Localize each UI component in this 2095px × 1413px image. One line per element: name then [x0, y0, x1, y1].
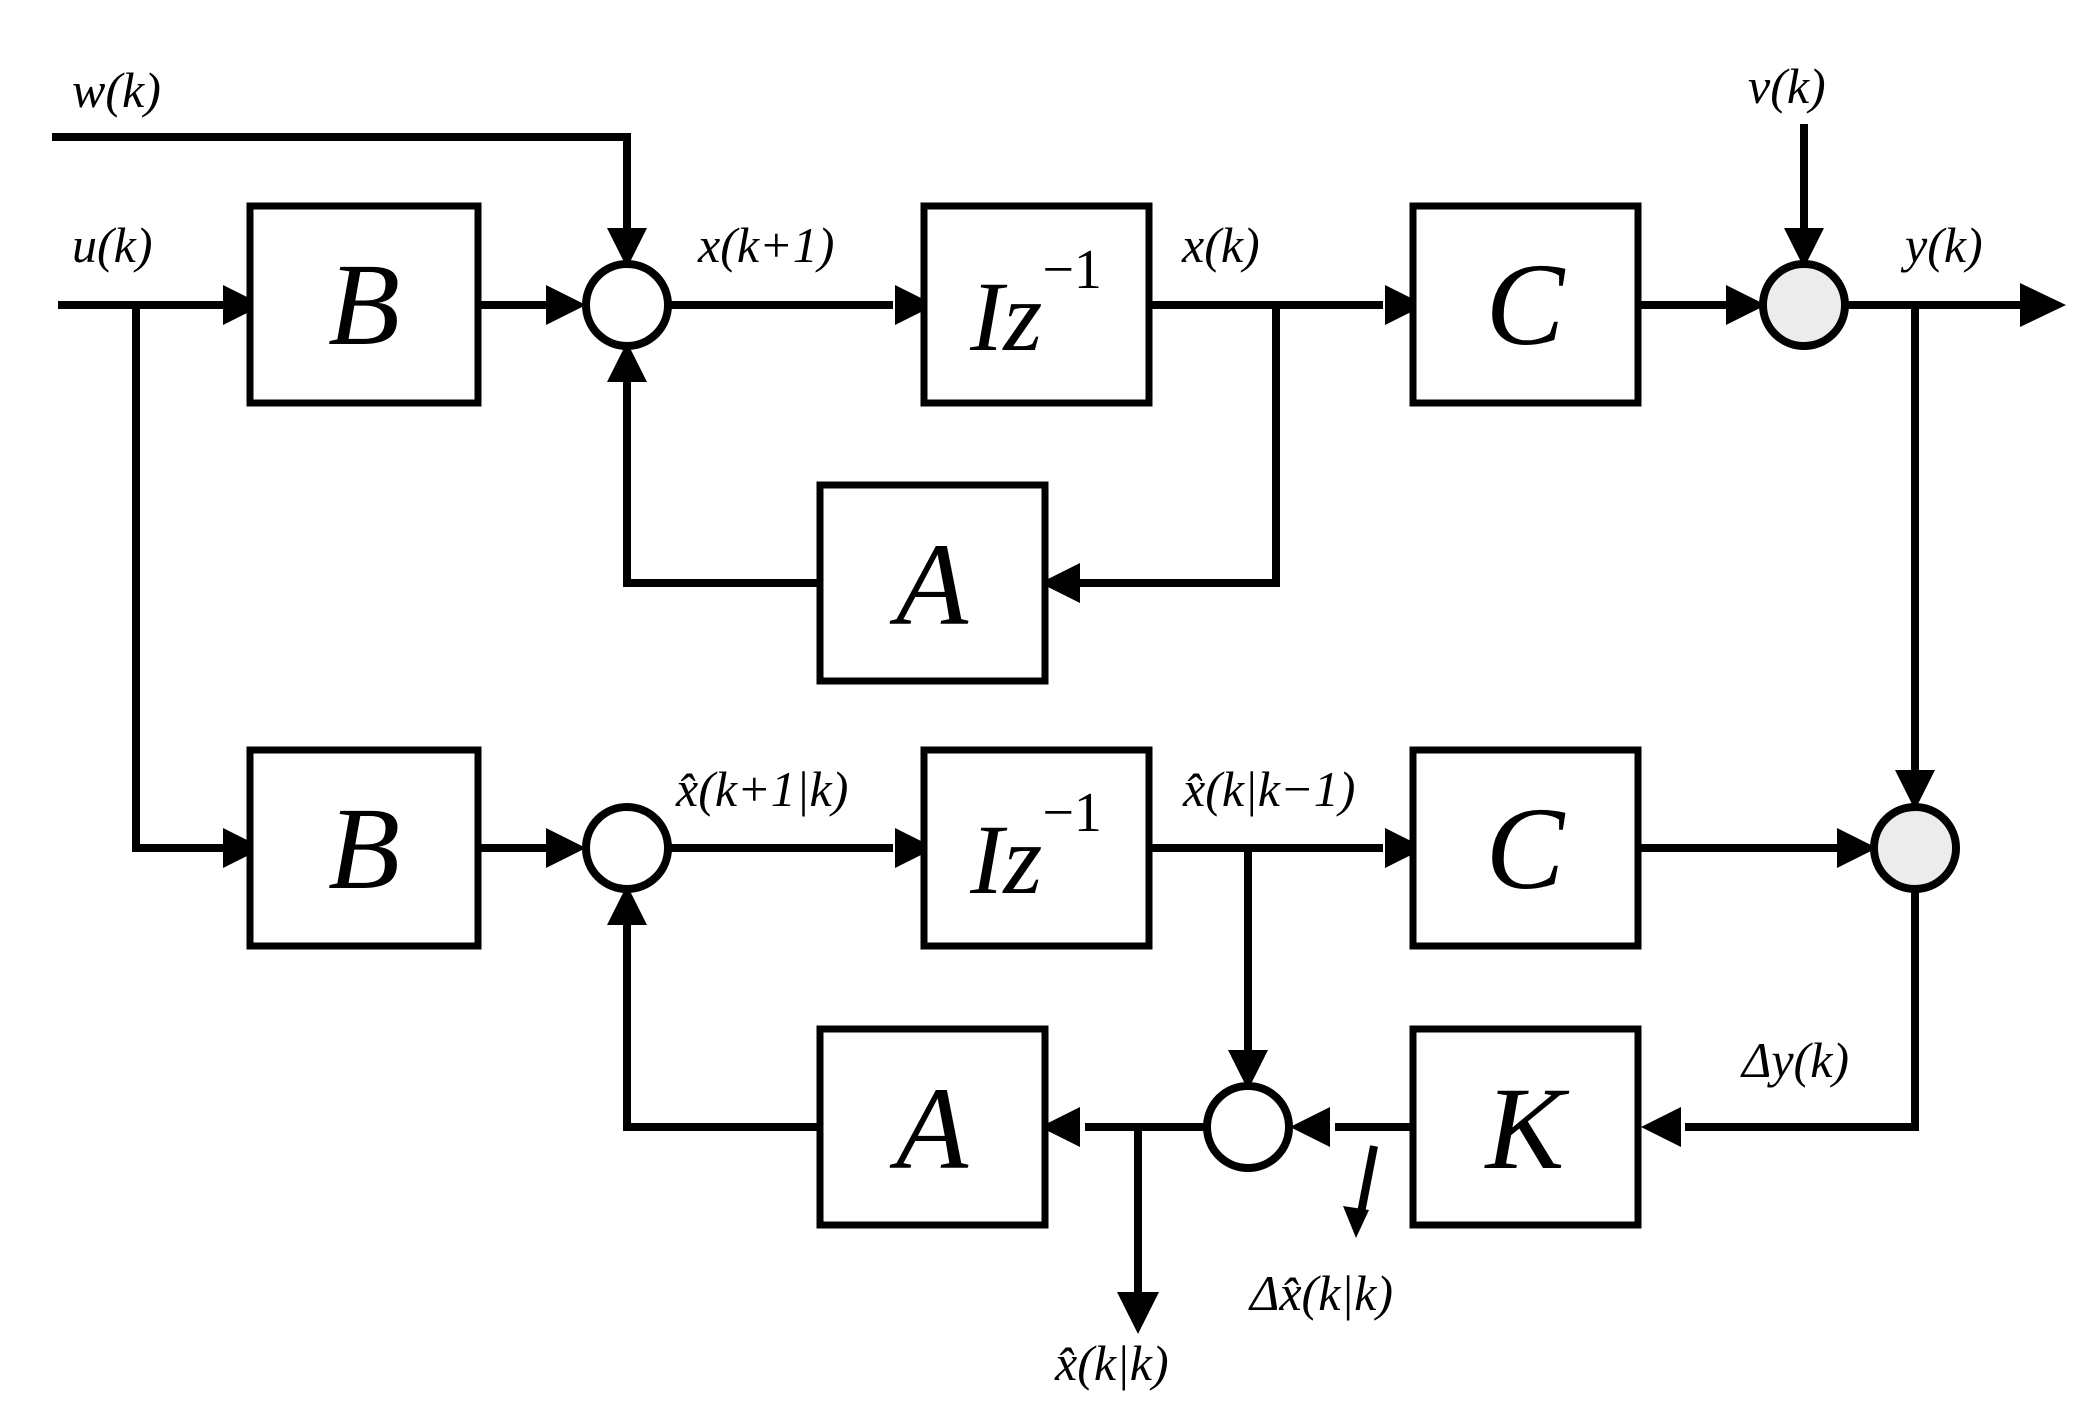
block-c-top: C [1409, 202, 1642, 407]
label-u: u(k) [72, 217, 153, 273]
block-delay-top: Iz−1 [920, 202, 1153, 407]
block-delay-top-label: Iz [969, 261, 1042, 372]
label-xhat-next: x̂(k+1|k) [675, 761, 848, 817]
label-w: w(k) [72, 62, 161, 118]
wire-u-branch [132, 305, 230, 852]
arrowheads [223, 228, 2066, 1334]
arrow-y-output [2020, 283, 2066, 327]
label-x: x(k) [1181, 217, 1260, 273]
block-delay-bottom-sup: −1 [1042, 782, 1102, 844]
label-dxhat: Δx̂(k|k) [1248, 1265, 1393, 1321]
svg-text:Iz−1: Iz−1 [969, 782, 1102, 915]
block-c-bottom: C [1409, 746, 1642, 950]
arrow-into-sumbot-left [546, 828, 586, 868]
arrow-into-outsum-top [1784, 228, 1824, 268]
arrow-into-bbot [223, 828, 263, 868]
arrow-dxhat-pointer [1343, 1206, 1369, 1238]
arrow-into-rsum-left [1837, 828, 1877, 868]
block-b-bottom-label: B [328, 783, 400, 914]
sum-junction-bottom [582, 803, 672, 893]
block-b-bottom: B [246, 746, 482, 950]
arrow-into-sumbot-bottom [607, 885, 647, 925]
block-a-top-label: A [889, 519, 969, 650]
arrow-into-rsum-top [1895, 770, 1935, 810]
arrow-into-sumtop-left [546, 285, 586, 325]
block-k-gain-label: K [1484, 1063, 1570, 1194]
arrow-into-csum-right [1290, 1107, 1330, 1147]
label-y: y(k) [1900, 217, 1983, 273]
arrow-into-sumtop-bottom [607, 342, 647, 382]
wire-abot-to-sum [623, 903, 820, 1131]
wire-dxhat-pointer [1356, 1145, 1378, 1219]
arrow-into-abot [1040, 1107, 1080, 1147]
block-a-bottom: A [816, 1025, 1049, 1229]
arrow-into-sumtop-top [607, 228, 647, 268]
arrow-into-outsum-left [1726, 285, 1766, 325]
arrow-xhat-filt-out [1117, 1292, 1159, 1334]
block-b-top-label: B [328, 239, 400, 370]
arrow-into-delay-top [895, 285, 935, 325]
signal-wires [52, 124, 2025, 1300]
sum-junction-output [1759, 260, 1849, 350]
arrow-into-cbot [1385, 828, 1425, 868]
label-v: v(k) [1748, 58, 1826, 114]
block-delay-bottom-label: Iz [969, 804, 1042, 915]
sum-junction-correction [1203, 1082, 1293, 1172]
arrow-into-k [1641, 1107, 1681, 1147]
label-xhat-filt: x̂(k|k) [1054, 1335, 1169, 1391]
arrow-into-csum-top [1228, 1050, 1268, 1090]
block-delay-top-sup: −1 [1042, 239, 1102, 301]
block-a-top: A [816, 481, 1049, 685]
wire-atop-to-sum [623, 360, 820, 587]
svg-text:Iz−1: Iz−1 [969, 239, 1102, 372]
arrow-into-ctop [1385, 285, 1425, 325]
block-c-bottom-label: C [1486, 783, 1566, 914]
wire-dy [1685, 889, 1919, 1131]
label-x-next: x(k+1) [697, 217, 834, 273]
block-a-bottom-label: A [889, 1063, 969, 1194]
block-k-gain: K [1409, 1025, 1642, 1229]
arrow-into-delay-bot [895, 828, 935, 868]
label-xhat-pred: x̂(k|k−1) [1182, 761, 1355, 817]
wire-w-input [52, 133, 631, 250]
sum-junction-top [582, 260, 672, 350]
arrow-into-atop [1040, 563, 1080, 603]
block-b-top: B [246, 202, 482, 407]
wire-x-feedback [1068, 305, 1280, 587]
sum-junction-innovation [1870, 803, 1960, 893]
block-c-top-label: C [1486, 239, 1566, 370]
block-delay-bottom: Iz−1 [920, 746, 1153, 950]
label-dy: Δy(k) [1740, 1032, 1849, 1088]
arrow-into-btop [223, 285, 263, 325]
